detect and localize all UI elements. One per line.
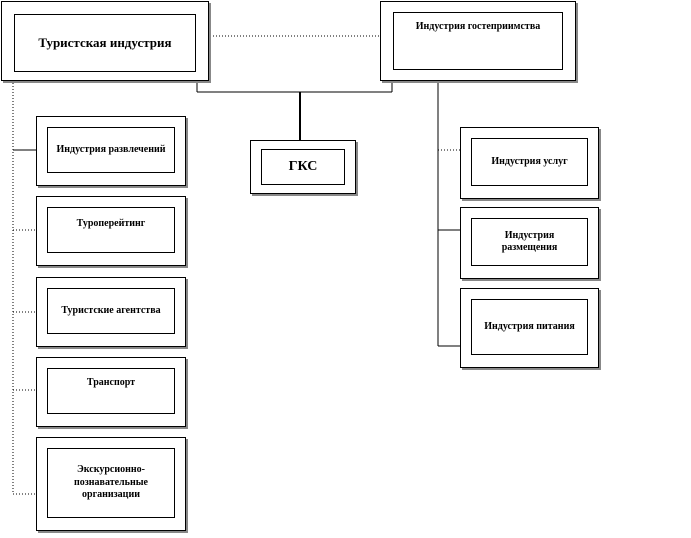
hospitality-industry-inner: Индустрия гостеприимства bbox=[393, 12, 563, 70]
catering-industry-label: Индустрия питания bbox=[484, 320, 575, 332]
tourism-industry-label: Туристская индустрия bbox=[38, 34, 172, 50]
accommodation-industry-inner: Индустрия размещения bbox=[471, 218, 588, 266]
tour-operating-label: Туроперейтинг bbox=[76, 218, 146, 229]
services-industry-inner: Индустрия услуг bbox=[471, 138, 588, 186]
transport-label: Транспорт bbox=[86, 377, 136, 388]
gks-label: ГКС bbox=[288, 159, 318, 175]
excursion-organizations-label: Экскурсионно-познавательные организации bbox=[74, 464, 148, 501]
tour-operating-box: Туроперейтинг bbox=[36, 196, 186, 266]
tourism-industry-box: Туристская индустрия bbox=[1, 1, 209, 81]
services-industry-box: Индустрия услуг bbox=[460, 127, 599, 199]
transport-inner: Транспорт bbox=[47, 368, 175, 414]
tourism-industry-inner: Туристская индустрия bbox=[14, 14, 196, 72]
entertainment-industry-inner: Индустрия развлечений bbox=[47, 127, 175, 173]
hospitality-industry-label: Индустрия гостеприимства bbox=[415, 21, 541, 32]
excursion-organizations-box: Экскурсионно-познавательные организации bbox=[36, 437, 186, 531]
catering-industry-box: Индустрия питания bbox=[460, 288, 599, 368]
transport-box: Транспорт bbox=[36, 357, 186, 427]
accommodation-industry-box: Индустрия размещения bbox=[460, 207, 599, 279]
catering-industry-inner: Индустрия питания bbox=[471, 299, 588, 355]
gks-box: ГКС bbox=[250, 140, 356, 194]
travel-agencies-box: Туристские агентства bbox=[36, 277, 186, 347]
travel-agencies-label: Туристские агентства bbox=[61, 304, 161, 316]
travel-agencies-inner: Туристские агентства bbox=[47, 288, 175, 334]
entertainment-industry-label: Индустрия развлечений bbox=[56, 143, 166, 155]
excursion-organizations-inner: Экскурсионно-познавательные организации bbox=[47, 448, 175, 518]
entertainment-industry-box: Индустрия развлечений bbox=[36, 116, 186, 186]
tour-operating-inner: Туроперейтинг bbox=[47, 207, 175, 253]
accommodation-industry-label: Индустрия размещения bbox=[501, 229, 558, 254]
gks-inner: ГКС bbox=[261, 149, 345, 185]
services-industry-label: Индустрия услуг bbox=[491, 155, 568, 167]
hospitality-industry-box: Индустрия гостеприимства bbox=[380, 1, 576, 81]
